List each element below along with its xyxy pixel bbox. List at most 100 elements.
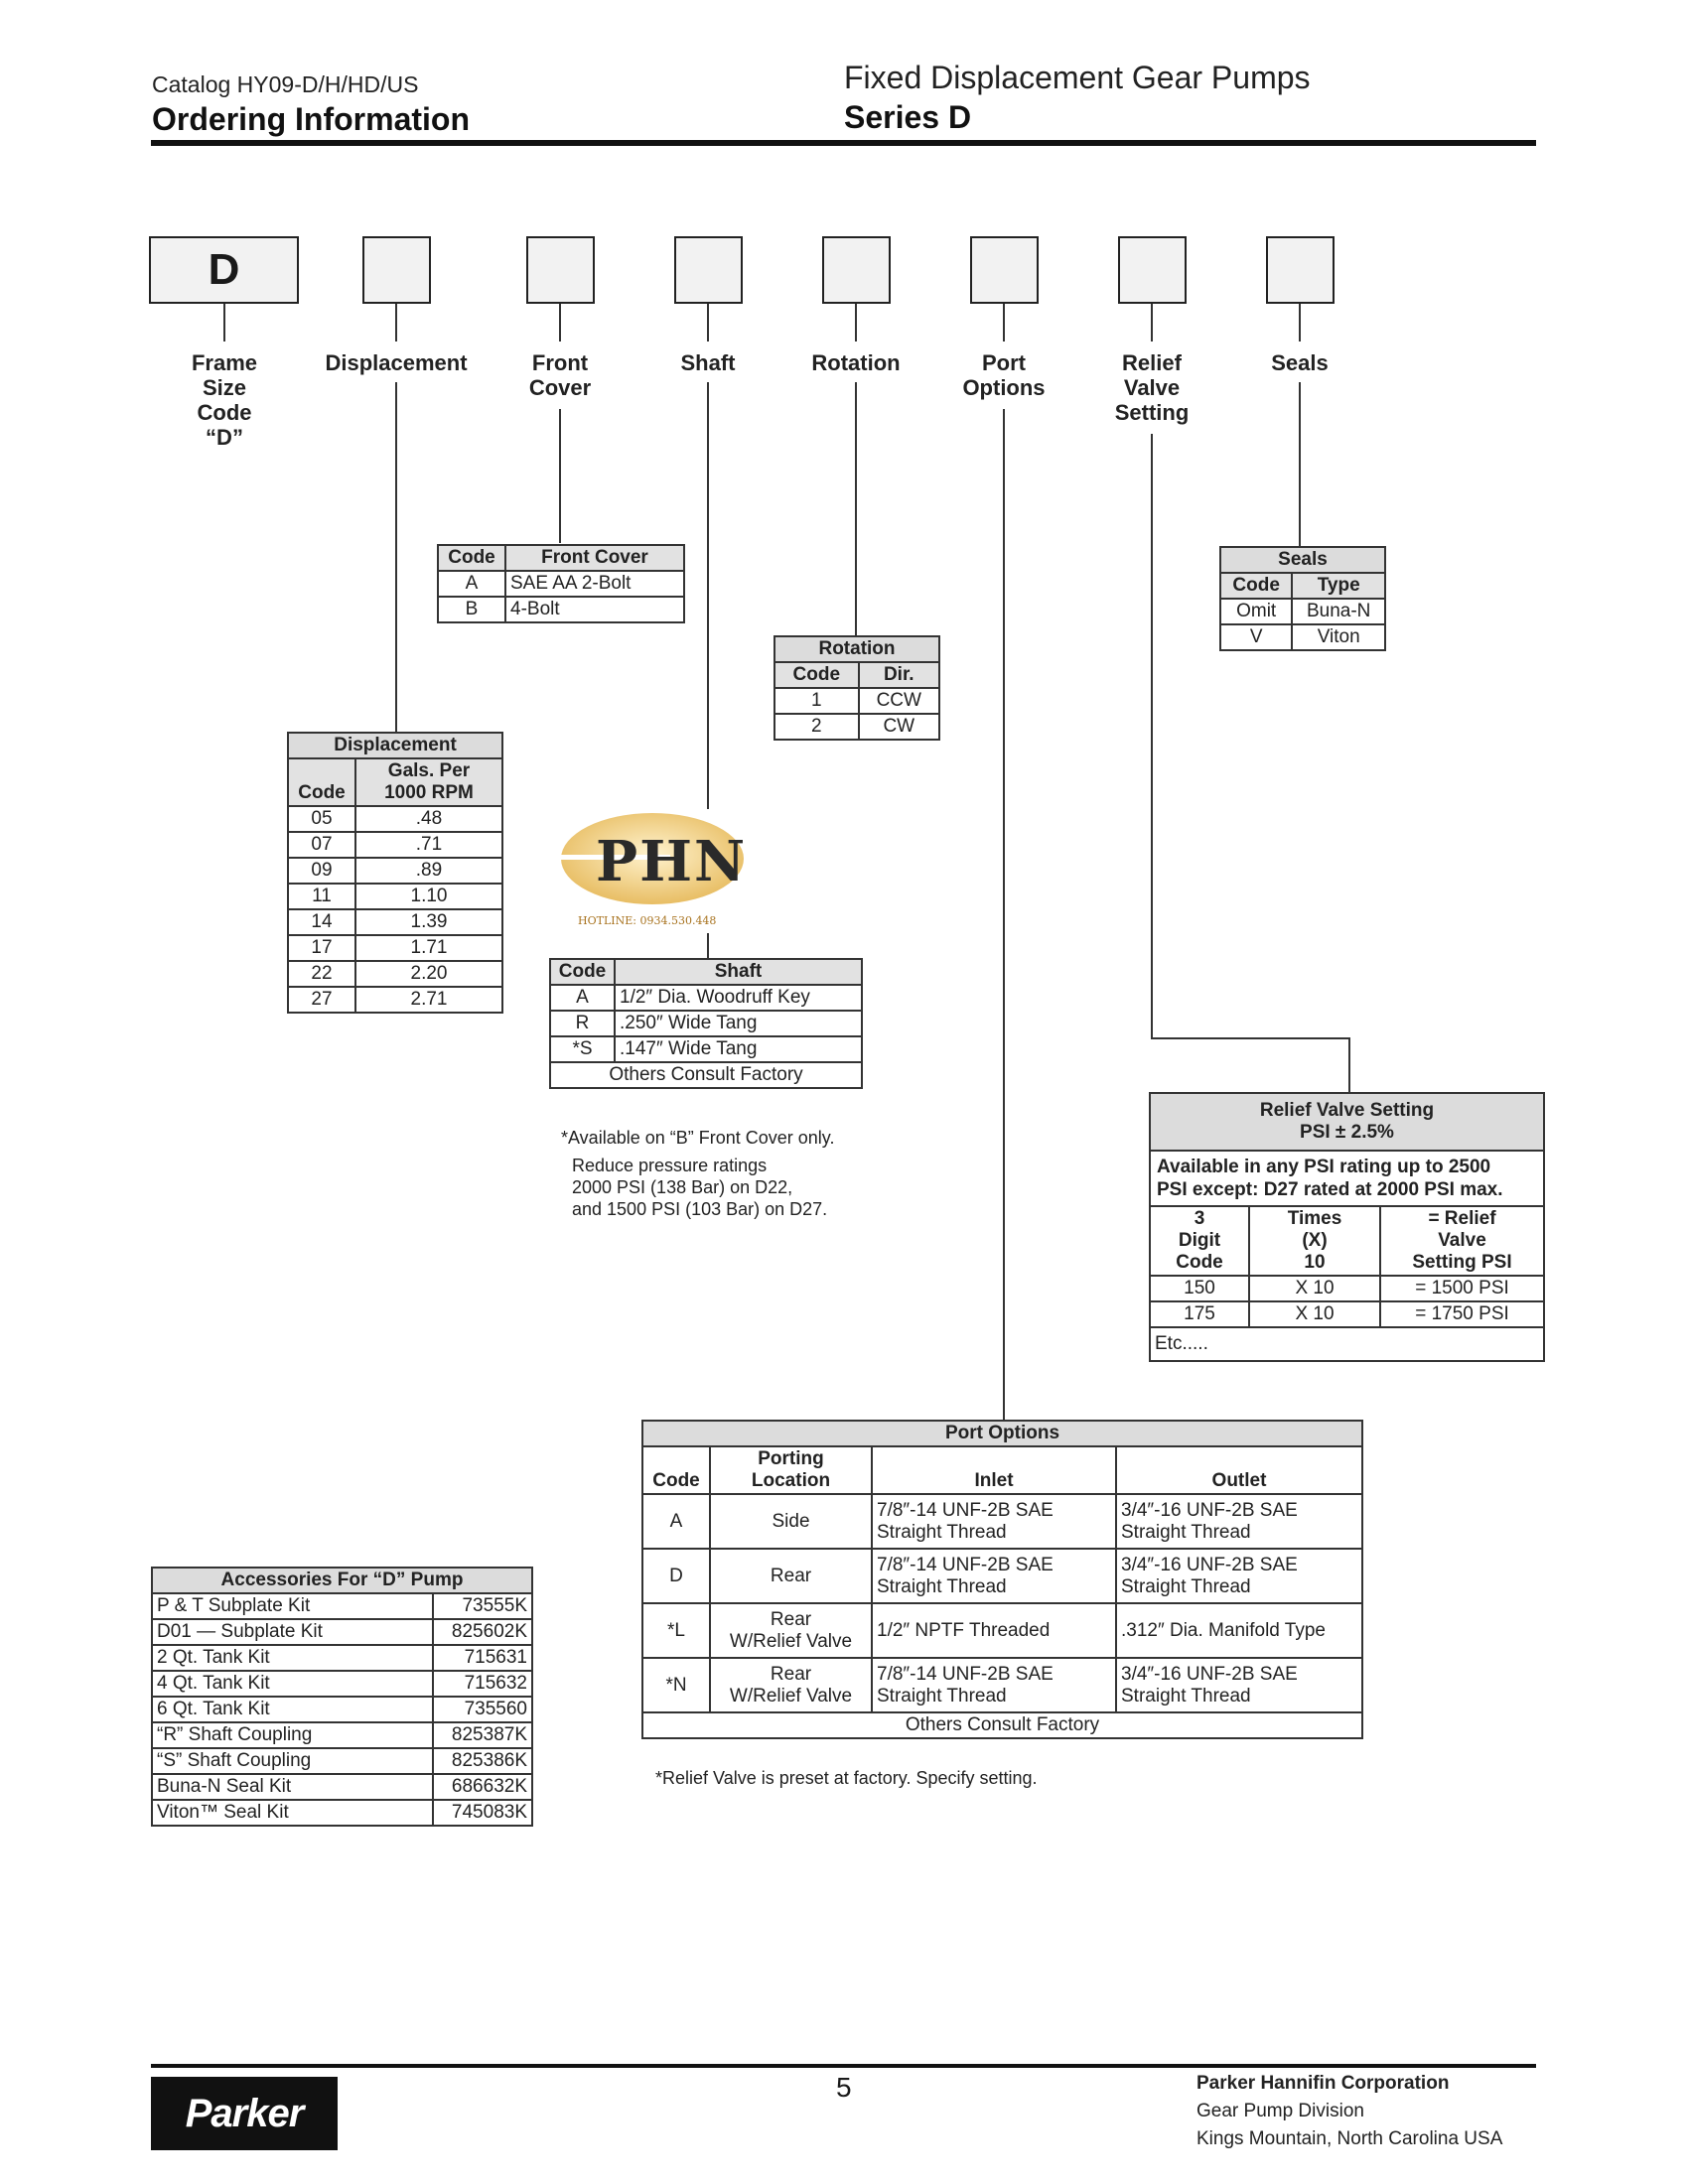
table-cell: .147″ Wide Tang [614,1035,863,1063]
table-cell: 11 [287,883,356,910]
frame-code-box: D [149,236,299,304]
table-title: Port Options [641,1420,1363,1447]
table-cell: Viton [1291,623,1386,651]
catalog-number: Catalog HY09-D/H/HD/US [152,71,419,97]
table-cell: SAE AA 2-Bolt [504,570,685,598]
table-cell: 1.39 [354,908,503,936]
table-header: = Relief Valve Setting PSI [1379,1205,1545,1277]
table-cell: 735560 [432,1696,533,1723]
table-cell: 2 [774,713,860,741]
front-cover-label: Front Cover [528,350,592,400]
shaft-code-box [674,236,743,304]
table-cell: 09 [287,857,356,885]
connector [559,304,561,341]
table-row: Others Consult Factory [641,1711,1363,1739]
table-cell: 686632K [432,1773,533,1801]
table-row: 3 Digit Code Times (X) 10 = Relief Valve… [1149,1205,1545,1277]
table-cell: 4-Bolt [504,596,685,623]
seals-code-box [1266,236,1335,304]
table-cell: 22 [287,960,356,988]
table-cell: 6 Qt. Tank Kit [151,1696,434,1723]
table-cell: Rear [709,1548,873,1604]
shaft-note-2: Reduce pressure ratings [572,1156,768,1175]
table-cell: .250″ Wide Tang [614,1010,863,1037]
table-title: Relief Valve Setting PSI ± 2.5% [1149,1092,1545,1152]
company-location: Kings Mountain, North Carolina USA [1196,2128,1503,2149]
table-cell: = 1750 PSI [1379,1300,1545,1328]
port-options-label: Port Options [962,350,1046,400]
shaft-note-4: and 1500 PSI (103 Bar) on D27. [572,1199,828,1219]
connector [223,304,225,341]
table-cell: 715632 [432,1670,533,1698]
page-number: 5 [836,2072,852,2103]
table-cell: 14 [287,908,356,936]
table-cell: *N [641,1657,711,1713]
series-title: Series D [844,99,972,135]
parker-logo: Parker [151,2077,338,2150]
table-cell: 1/2″ NPTF Threaded [871,1602,1117,1659]
table-cell: Others Consult Factory [641,1711,1363,1739]
table-header: 3 Digit Code [1149,1205,1250,1277]
table-cell: R [549,1010,616,1037]
table-cell: Others Consult Factory [549,1061,863,1089]
table-cell: 1.71 [354,934,503,962]
displacement-leader [395,382,397,733]
table-row: 05.48 [287,805,503,833]
connector [1151,304,1153,341]
table-row: Relief Valve Setting PSI ± 2.5% [1149,1092,1545,1152]
table-cell: D [641,1548,711,1604]
table-cell: A [437,570,506,598]
relief-valve-code-box [1118,236,1187,304]
table-row: 07.71 [287,831,503,859]
table-cell: 05 [287,805,356,833]
table-cell: Buna-N [1291,598,1386,625]
relief-subtitle: Available in any PSI rating up to 2500 P… [1149,1150,1545,1207]
connector [855,304,857,341]
table-cell: Omit [1218,598,1294,625]
division-name: Gear Pump Division [1196,2101,1364,2121]
table-header: Inlet [871,1445,1117,1495]
phn-logo-text: PHN [596,829,748,894]
table-title: Rotation [774,635,940,663]
table-row: Etc..... [1149,1326,1545,1362]
relief-valve-table: Relief Valve Setting PSI ± 2.5% Availabl… [1149,1092,1545,1362]
table-cell: 1 [774,687,860,715]
table-row: R.250″ Wide Tang [549,1010,863,1037]
table-cell: 825387K [432,1721,533,1749]
table-header: Code [549,958,616,986]
header-rule [151,140,1536,146]
footer-rule [151,2064,1536,2068]
table-header: Dir. [857,661,941,689]
table-row: Port Options [641,1420,1363,1447]
table-header: Gals. Per 1000 RPM [354,757,503,807]
relief-valve-leader [1151,434,1153,1039]
table-cell: 825386K [432,1747,533,1775]
table-header: Code [641,1445,711,1495]
displacement-label: Displacement [325,350,468,375]
phn-watermark: PHN HOTLINE: 0934.530.448 [558,809,752,933]
table-cell: 745083K [432,1799,533,1827]
table-cell: .89 [354,857,503,885]
table-cell: P & T Subplate Kit [151,1592,434,1620]
table-row: *S.147″ Wide Tang [549,1035,863,1063]
table-row: Seals [1219,546,1386,574]
table-cell: 7/8″-14 UNF-2B SAE Straight Thread [871,1493,1117,1550]
relief-valve-leader-drop [1348,1037,1350,1092]
port-options-note: *Relief Valve is preset at factory. Spec… [655,1768,1038,1788]
